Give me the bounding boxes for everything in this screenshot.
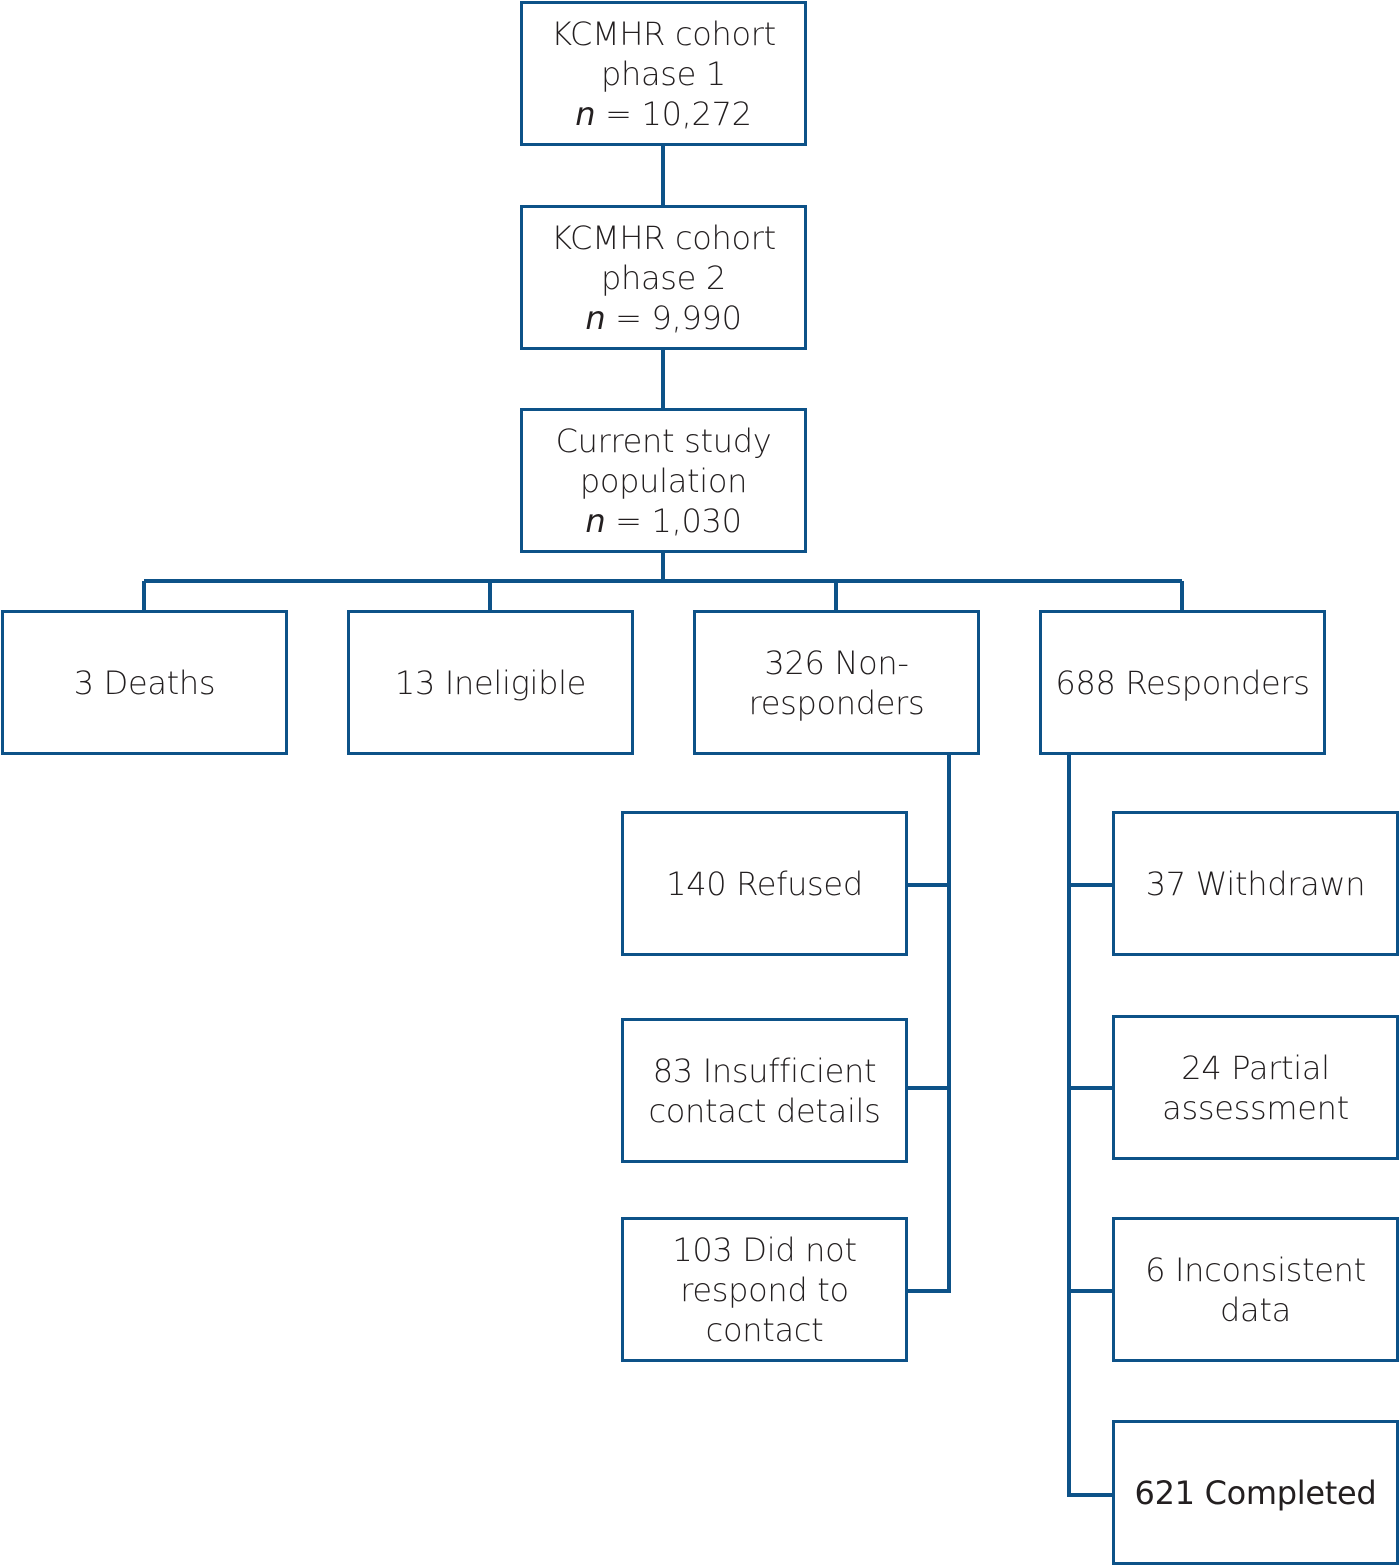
node-line: 83 Insufficient (652, 1051, 877, 1090)
node-line: population (579, 461, 748, 500)
node-count: n = 9,990 (585, 298, 742, 338)
node-line: phase 2 (601, 258, 726, 297)
node-line: 6 Inconsistent (1145, 1250, 1366, 1289)
node-line: Current study (555, 421, 772, 460)
node-line: 688 Responders (1055, 663, 1310, 702)
n-value: = 9,990 (605, 298, 742, 337)
node-line: 621 Completed (1134, 1473, 1377, 1512)
node-line: 24 Partial (1181, 1048, 1330, 1087)
node-refused: 140 Refused (621, 811, 908, 956)
node-line: 326 Non- (764, 643, 909, 682)
n-symbol: n (575, 94, 596, 133)
node-line: KCMHR cohort (551, 14, 776, 53)
node-partial-assessment: 24 Partial assessment (1112, 1015, 1399, 1160)
node-line: 37 Withdrawn (1145, 864, 1366, 903)
node-deaths: 3 Deaths (1, 610, 288, 755)
node-line: data (1220, 1290, 1291, 1329)
node-kcmhr-phase1: KCMHR cohort phase 1 n = 10,272 (520, 1, 807, 146)
node-line: 13 Ineligible (394, 663, 587, 702)
node-non-responders: 326 Non- responders (693, 610, 980, 755)
node-count: n = 1,030 (585, 501, 742, 541)
node-completed: 621 Completed (1112, 1420, 1399, 1565)
node-current-study-population: Current study population n = 1,030 (520, 408, 807, 553)
n-value: = 1,030 (605, 501, 742, 540)
node-count: n = 10,272 (575, 94, 752, 134)
node-insufficient-contact-details: 83 Insufficient contact details (621, 1018, 908, 1163)
node-ineligible: 13 Ineligible (347, 610, 634, 755)
node-line: 140 Refused (666, 864, 863, 903)
node-line: contact (705, 1310, 824, 1349)
node-line: phase 1 (601, 54, 726, 93)
node-line: respond to (680, 1270, 849, 1309)
node-line: responders (748, 683, 925, 722)
node-line: KCMHR cohort (551, 218, 776, 257)
n-symbol: n (585, 501, 606, 540)
n-symbol: n (585, 298, 606, 337)
node-line: contact details (648, 1091, 881, 1130)
node-did-not-respond: 103 Did not respond to contact (621, 1217, 908, 1362)
n-value: = 10,272 (595, 94, 752, 133)
node-line: 3 Deaths (73, 663, 216, 702)
node-inconsistent-data: 6 Inconsistent data (1112, 1217, 1399, 1362)
node-line: assessment (1162, 1088, 1349, 1127)
node-kcmhr-phase2: KCMHR cohort phase 2 n = 9,990 (520, 205, 807, 350)
node-responders: 688 Responders (1039, 610, 1326, 755)
node-withdrawn: 37 Withdrawn (1112, 811, 1399, 956)
node-line: 103 Did not (672, 1230, 857, 1269)
